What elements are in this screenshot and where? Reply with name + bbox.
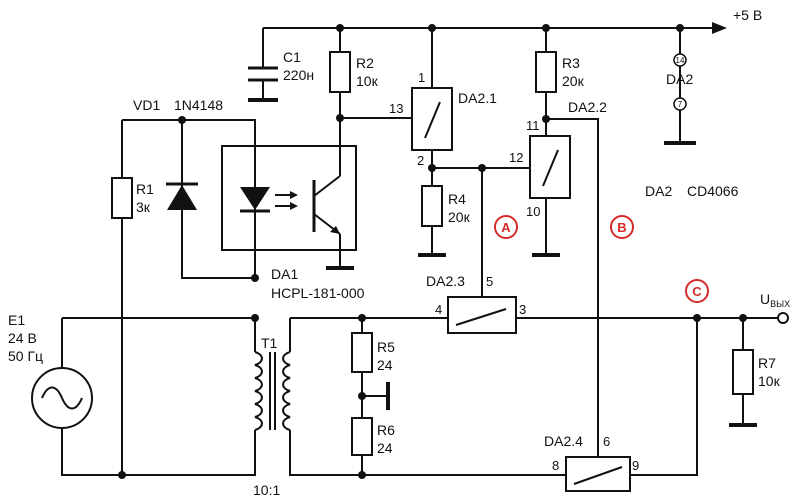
sine-icon bbox=[41, 386, 83, 410]
da1-name: DA1 bbox=[271, 266, 298, 282]
marker-b-icon bbox=[610, 215, 634, 239]
r7-value: 10к bbox=[758, 373, 781, 389]
r2-name: R2 bbox=[356, 55, 374, 71]
node-c-wire bbox=[630, 318, 698, 476]
r3-name: R3 bbox=[562, 55, 580, 71]
pin-vdd-icon bbox=[673, 53, 687, 67]
pin-vdd-label: 14 bbox=[676, 56, 685, 65]
pin-4: 4 bbox=[435, 302, 442, 317]
marker-a-icon bbox=[494, 215, 518, 239]
c1-value: 220н bbox=[283, 67, 314, 83]
junction-dots bbox=[118, 24, 747, 479]
output-label-sub: ВЫХ bbox=[770, 299, 790, 309]
da1-part: HCPL-181-000 bbox=[271, 285, 365, 301]
secondary-loop-wire bbox=[289, 318, 566, 476]
pin-6: 6 bbox=[603, 434, 610, 449]
output-label-main: U bbox=[760, 291, 770, 307]
vd1-wire bbox=[181, 120, 255, 279]
c1-name: C1 bbox=[283, 49, 301, 65]
optocoupler-da1 bbox=[221, 145, 357, 251]
switch-da23 bbox=[447, 296, 517, 334]
diode-vd1 bbox=[166, 182, 198, 210]
labels: +5 В C1 220н R2 10к R3 20к R4 20к R1 3к … bbox=[8, 7, 790, 498]
pin-13: 13 bbox=[389, 101, 403, 116]
vd1-part: 1N4148 bbox=[174, 97, 223, 113]
pin-vss-icon bbox=[673, 97, 687, 111]
da2-name: DA2 bbox=[645, 183, 672, 199]
output-label: UВЫХ bbox=[760, 291, 790, 309]
output-terminal-icon bbox=[777, 312, 789, 324]
vd1-name: VD1 bbox=[133, 97, 160, 113]
pin-1: 1 bbox=[418, 70, 425, 85]
capacitor-c1 bbox=[248, 66, 278, 102]
pin-9: 9 bbox=[632, 458, 639, 473]
da24-label: DA2.4 bbox=[544, 433, 583, 449]
r2-value: 10к bbox=[356, 73, 379, 89]
da23-label: DA2.3 bbox=[426, 273, 465, 289]
r6-name: R6 bbox=[377, 422, 395, 438]
da2-supply-pins: 14 7 bbox=[673, 53, 687, 111]
resistor-r6 bbox=[351, 417, 373, 456]
marker-c-icon bbox=[685, 279, 709, 303]
node-b-wire bbox=[546, 118, 599, 457]
marker-c-label: C bbox=[692, 284, 702, 299]
pin-10: 10 bbox=[526, 204, 540, 219]
pin-5: 5 bbox=[486, 274, 493, 289]
pin-numbers: 1 13 2 11 12 10 4 5 3 6 8 9 bbox=[389, 70, 639, 473]
pin-vss-label: 7 bbox=[678, 100, 683, 109]
e1-frequency: 50 Гц bbox=[8, 348, 43, 364]
da2-part: CD4066 bbox=[687, 183, 739, 199]
ac-source-e1 bbox=[31, 367, 93, 429]
r5-value: 24 bbox=[377, 357, 393, 373]
supply-label: +5 В bbox=[733, 7, 762, 23]
resistor-r2 bbox=[329, 51, 351, 93]
pin-2: 2 bbox=[417, 153, 424, 168]
resistor-r5 bbox=[351, 332, 373, 373]
marker-b-label: B bbox=[617, 220, 626, 235]
resistor-r7 bbox=[732, 349, 754, 395]
pin-11: 11 bbox=[526, 118, 540, 133]
r5-name: R5 bbox=[377, 339, 395, 355]
resistor-r1 bbox=[111, 177, 133, 219]
ground-symbols bbox=[326, 141, 757, 427]
r1-name: R1 bbox=[136, 181, 154, 197]
led-icon bbox=[240, 187, 270, 210]
e1-voltage: 24 В bbox=[8, 330, 37, 346]
top-left-loop-wire bbox=[122, 119, 256, 278]
e1-name: E1 bbox=[8, 312, 25, 328]
pin-8: 8 bbox=[552, 458, 559, 473]
da22-label: DA2.2 bbox=[568, 99, 607, 115]
switch-da22 bbox=[529, 135, 571, 199]
resistor-r3 bbox=[535, 51, 557, 93]
switch-da21 bbox=[411, 87, 453, 151]
r6-value: 24 bbox=[377, 440, 393, 456]
da2-pin-label: DA2 bbox=[666, 71, 693, 87]
marker-a-label: A bbox=[501, 220, 511, 235]
t1-name: T1 bbox=[261, 335, 278, 351]
r4-name: R4 bbox=[448, 191, 466, 207]
transformer-t1 bbox=[254, 351, 291, 431]
r7-name: R7 bbox=[758, 355, 776, 371]
supply-arrow-icon bbox=[712, 22, 727, 34]
wires bbox=[61, 22, 778, 476]
resistor-r4 bbox=[421, 185, 443, 227]
r1-value: 3к bbox=[136, 199, 151, 215]
da21-label: DA2.1 bbox=[458, 90, 497, 106]
pin-12: 12 bbox=[509, 150, 523, 165]
r3-value: 20к bbox=[562, 73, 585, 89]
node-markers: A B C bbox=[494, 215, 709, 303]
pin-3: 3 bbox=[519, 302, 526, 317]
r4-value: 20к bbox=[448, 209, 471, 225]
switch-da24 bbox=[565, 456, 631, 492]
t1-ratio: 10:1 bbox=[253, 482, 280, 498]
